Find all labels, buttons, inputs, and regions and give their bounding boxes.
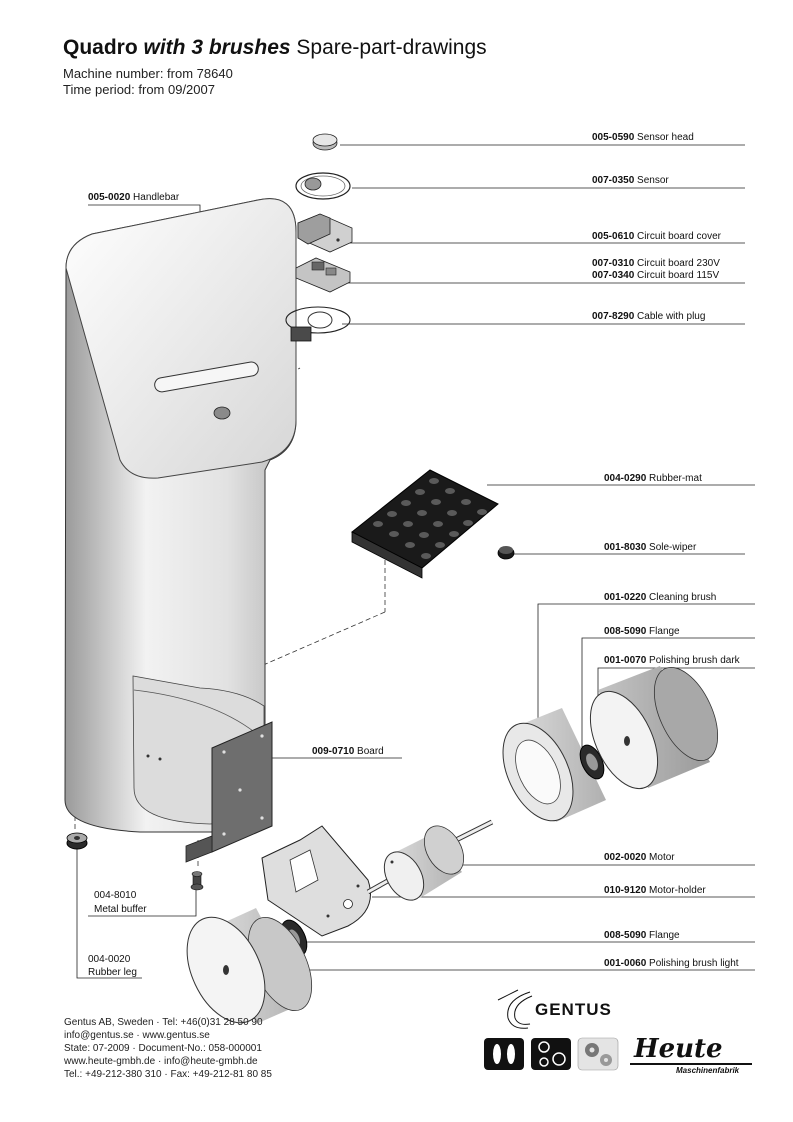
sole-wiper-part [497,546,515,560]
footer-line-2: info@gentus.se · www.gentus.se [64,1030,210,1041]
brush-gears-icon [531,1038,571,1070]
part-label-polishing-brush-light: 001-0060 Polishing brush light [604,958,739,969]
cable-with-plug-part [285,306,351,342]
gears-icon [577,1037,619,1071]
shoe-soles-icon [484,1038,524,1070]
title-model: Quadro [63,36,138,59]
cleaning-brush-part [502,708,606,822]
board-part [185,721,273,863]
footer-line-5: Tel.: +49-212-380 310 · Fax: +49-212-81 … [64,1069,272,1080]
part-label-flange-upper: 008-5090 Flange [604,626,680,637]
title-rest: Spare-part-drawings [296,36,487,59]
part-label-handlebar: 005-0020 Handlebar [88,192,180,203]
metal-buffer-part [190,871,204,891]
heute-logo-subtitle: Maschinenfabrik [676,1066,740,1075]
part-label-sensor: 007-0350 Sensor [592,175,669,186]
part-label-cable-with-plug: 007-8290 Cable with plug [592,311,705,322]
part-label-circuit-board-115v: 007-0340 Circuit board 115V [592,270,719,281]
footer-line-4: www.heute-gmbh.de · info@heute-gmbh.de [64,1056,258,1067]
part-label-circuit-board-cover: 005-0610 Circuit board cover [592,231,722,242]
part-label-motor: 002-0020 Motor [604,852,675,863]
heute-logo: Heute [634,1034,723,1064]
part-label-motor-holder: 010-9120 Motor-holder [604,885,706,896]
sensor-part [295,172,351,200]
rubber-leg-part [66,832,88,850]
motor-holder-part [261,825,371,937]
part-label-circuit-board-230v: 007-0310 Circuit board 230V [592,258,720,269]
part-labels: 005-0590 Sensor head 007-0350 Sensor 005… [88,132,741,978]
rubber-mat-part [351,469,499,579]
part-label-board: 009-0710 Board [312,746,384,757]
part-label-rubber-mat: 004-0290 Rubber-mat [604,473,702,484]
polishing-brush-light-part [186,908,313,1024]
footer-line-3: State: 07-2009 · Document-No.: 058-00000… [64,1043,262,1054]
flange-upper-part [579,744,605,780]
part-label-sensor-head: 005-0590 Sensor head [592,132,694,143]
time-period: Time period: from 09/2007 [63,82,215,97]
polishing-brush-dark-part [589,666,719,790]
footer-line-1: Gentus AB, Sweden · Tel: +46(0)31 28 50 … [64,1017,263,1028]
part-label-flange-lower: 008-5090 Flange [604,930,680,941]
part-label-sole-wiper: 001-8030 Sole-wiper [604,542,697,553]
pictogram-row [484,1037,619,1071]
gentus-logo: GENTUS [535,1000,612,1019]
part-label-cleaning-brush: 001-0220 Cleaning brush [604,592,716,603]
part-number-rubber-leg: 004-0020 [88,954,131,965]
part-label-polishing-brush-dark: 001-0070 Polishing brush dark [604,655,741,666]
circuit-board-part [295,257,351,293]
motor-part [366,819,494,901]
circuit-board-cover-part [297,213,353,253]
sensor-head-part [312,133,338,151]
part-number-metal-buffer: 004-8010 [94,890,137,901]
page-title: Quadro with 3 brushes Spare-part-drawing… [63,36,487,60]
machine-number: Machine number: from 78640 [63,66,233,81]
part-name-metal-buffer: Metal buffer [94,904,147,915]
part-name-rubber-leg: Rubber leg [88,967,137,978]
gentus-logo-mark [497,989,533,1029]
title-variant: with 3 brushes [143,36,291,59]
